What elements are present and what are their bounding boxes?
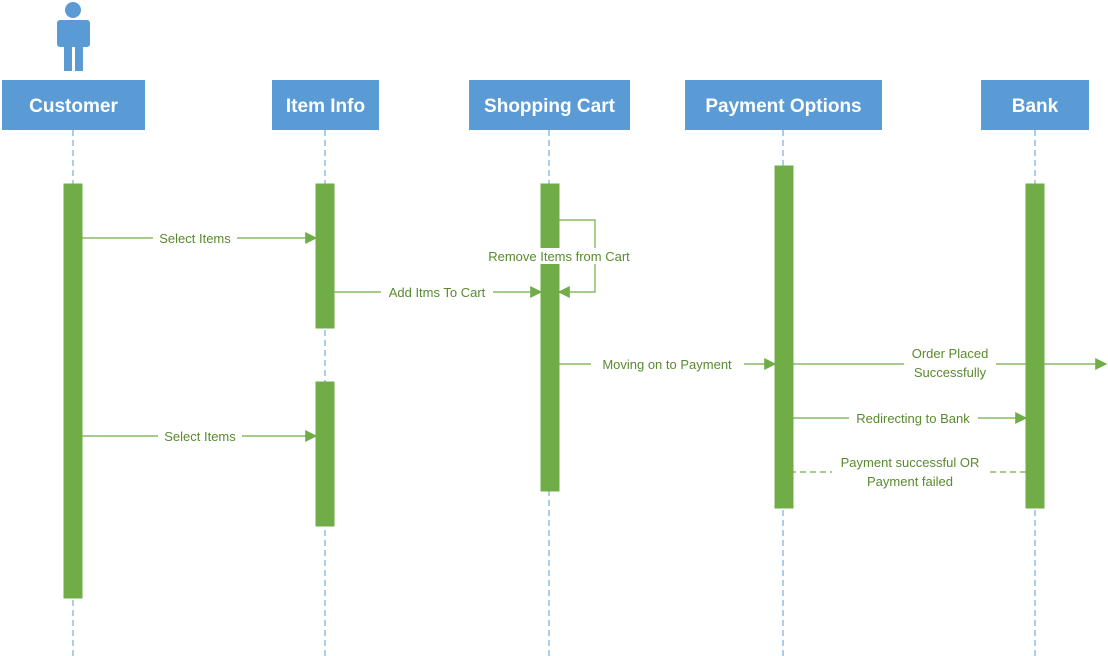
- message-order-placed: Order Placed Successfully: [793, 346, 1108, 382]
- participant-label-bank: Bank: [1012, 96, 1059, 117]
- participant-shopping-cart[interactable]: Shopping Cart: [469, 80, 630, 130]
- participant-label-item-info: Item Info: [286, 96, 365, 117]
- participant-label-payment-options: Payment Options: [705, 96, 861, 117]
- message-add-items: Add Itms To Cart: [334, 284, 543, 300]
- message-moving-to-payment: Moving on to Payment: [559, 356, 777, 372]
- participant-item-info[interactable]: Item Info: [272, 80, 379, 130]
- message-redirecting-bank: Redirecting to Bank: [793, 410, 1028, 426]
- message-select-items-2: Select Items: [82, 428, 318, 444]
- message-label: Select Items: [164, 429, 236, 444]
- activation-item-info-1: [315, 183, 335, 329]
- message-select-items-1: Select Items: [82, 230, 318, 246]
- activation-customer: [63, 183, 83, 599]
- message-remove-items: Remove Items from Cart: [479, 219, 639, 298]
- message-label: Payment successful OR: [841, 455, 980, 470]
- activation-payment-options: [774, 165, 794, 509]
- message-label: Successfully: [914, 365, 987, 380]
- message-label: Add Itms To Cart: [389, 285, 486, 300]
- participant-label-shopping-cart: Shopping Cart: [484, 96, 616, 117]
- message-payment-result: Payment successful OR Payment failed: [793, 454, 1026, 490]
- activation-item-info-2: [315, 381, 335, 527]
- person-icon: [57, 2, 90, 71]
- activation-shopping-cart: [540, 183, 560, 492]
- message-label: Moving on to Payment: [602, 357, 732, 372]
- message-label: Remove Items from Cart: [488, 249, 630, 264]
- message-label: Select Items: [159, 231, 231, 246]
- message-label: Order Placed: [912, 346, 989, 361]
- participant-bank[interactable]: Bank: [981, 80, 1089, 130]
- activation-bank: [1025, 183, 1045, 509]
- participant-customer[interactable]: Customer: [2, 80, 145, 130]
- participant-payment-options[interactable]: Payment Options: [685, 80, 882, 130]
- participant-label-customer: Customer: [29, 96, 118, 117]
- message-label: Payment failed: [867, 474, 953, 489]
- message-label: Redirecting to Bank: [856, 411, 970, 426]
